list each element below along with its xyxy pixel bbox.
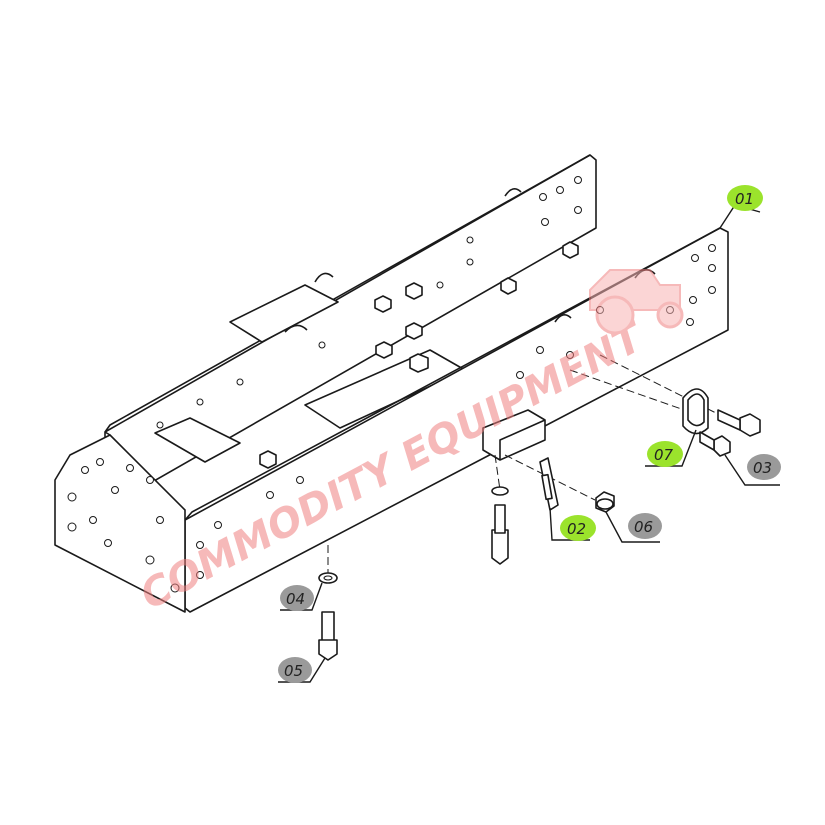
callout-07: 07 bbox=[645, 429, 697, 467]
callout-label: 07 bbox=[654, 446, 674, 464]
hex-nut-icon bbox=[375, 341, 393, 359]
frame-front-rail bbox=[184, 227, 729, 613]
clamp-part-07 bbox=[682, 388, 709, 435]
end-plate-holes bbox=[67, 458, 180, 593]
callout-01: 01 bbox=[719, 185, 763, 229]
tractor-icon bbox=[589, 269, 684, 335]
hex-nut-icon bbox=[405, 282, 423, 300]
bolt-icon bbox=[717, 409, 761, 437]
back-rail-holes bbox=[156, 176, 582, 429]
hex-nut-icon bbox=[500, 277, 517, 295]
hex-nut-icon bbox=[562, 241, 579, 259]
callout-label: 03 bbox=[753, 459, 772, 477]
callout-02: 02 bbox=[549, 507, 596, 541]
callout-label: 05 bbox=[284, 662, 303, 680]
bolt-washer-center bbox=[491, 486, 509, 565]
flange-bolt-part-06 bbox=[595, 491, 615, 513]
callout-06: 06 bbox=[605, 511, 662, 543]
bolt-icon bbox=[699, 431, 731, 457]
callout-03: 03 bbox=[724, 454, 781, 486]
frame-back-rail bbox=[104, 154, 597, 506]
frame-nuts bbox=[259, 241, 579, 469]
callout-label: 01 bbox=[735, 190, 754, 208]
callout-label: 04 bbox=[286, 590, 305, 608]
bolt-part-05 bbox=[318, 611, 338, 661]
hex-nut-icon bbox=[259, 450, 277, 469]
hex-nut-icon bbox=[409, 353, 429, 373]
callout-04: 04 bbox=[280, 582, 323, 611]
mounting-bracket bbox=[482, 409, 546, 461]
callout-05: 05 bbox=[278, 657, 326, 683]
hex-nut-icon bbox=[405, 322, 423, 340]
latch-part-02 bbox=[539, 457, 559, 511]
callout-label: 06 bbox=[634, 518, 653, 536]
front-rail-holes bbox=[196, 244, 716, 579]
watermark-text: COMMODITY EQUIPMENT bbox=[133, 314, 652, 619]
frame-end-plate bbox=[54, 431, 186, 613]
washer-part-04 bbox=[318, 572, 338, 584]
bolts-part-03 bbox=[699, 409, 761, 457]
callout-label: 02 bbox=[567, 520, 586, 538]
hex-nut-icon bbox=[374, 295, 392, 313]
